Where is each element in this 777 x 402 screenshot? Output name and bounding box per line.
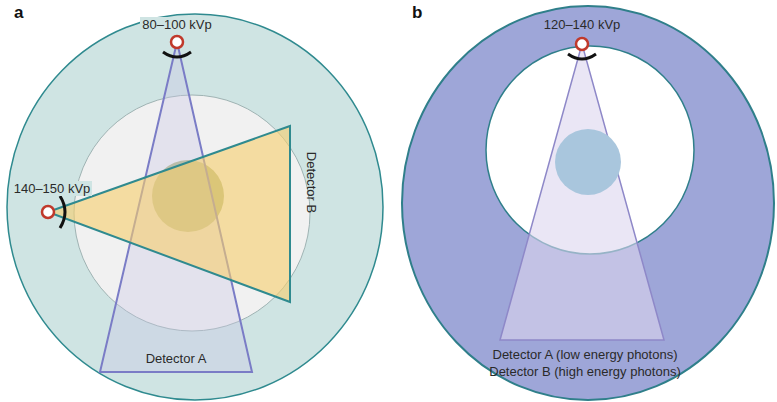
detector-label: Detector A (low energy photons) (491, 347, 680, 362)
collimator (568, 54, 596, 59)
x-ray-tube (576, 38, 588, 50)
beam-b (48, 126, 290, 302)
collimator (163, 52, 191, 57)
detector-label: Detector B (304, 149, 319, 214)
panel-letter: b (410, 3, 424, 22)
panel-letter: a (12, 3, 25, 22)
gantry-a (7, 14, 383, 400)
x-ray-tube (42, 206, 54, 218)
tube-voltage: 80–100 kVp (140, 17, 213, 32)
detector-label: Detector B (high energy photons) (487, 364, 683, 379)
detector-label: Detector A (144, 351, 209, 366)
beam-c (500, 44, 664, 340)
patient-b (555, 129, 621, 195)
collimator (60, 196, 65, 228)
tube-voltage: 120–140 kVp (542, 17, 623, 32)
tube-voltage: 140–150 kVp (12, 181, 93, 196)
x-ray-tube (171, 36, 183, 48)
gantry-b (402, 6, 774, 400)
